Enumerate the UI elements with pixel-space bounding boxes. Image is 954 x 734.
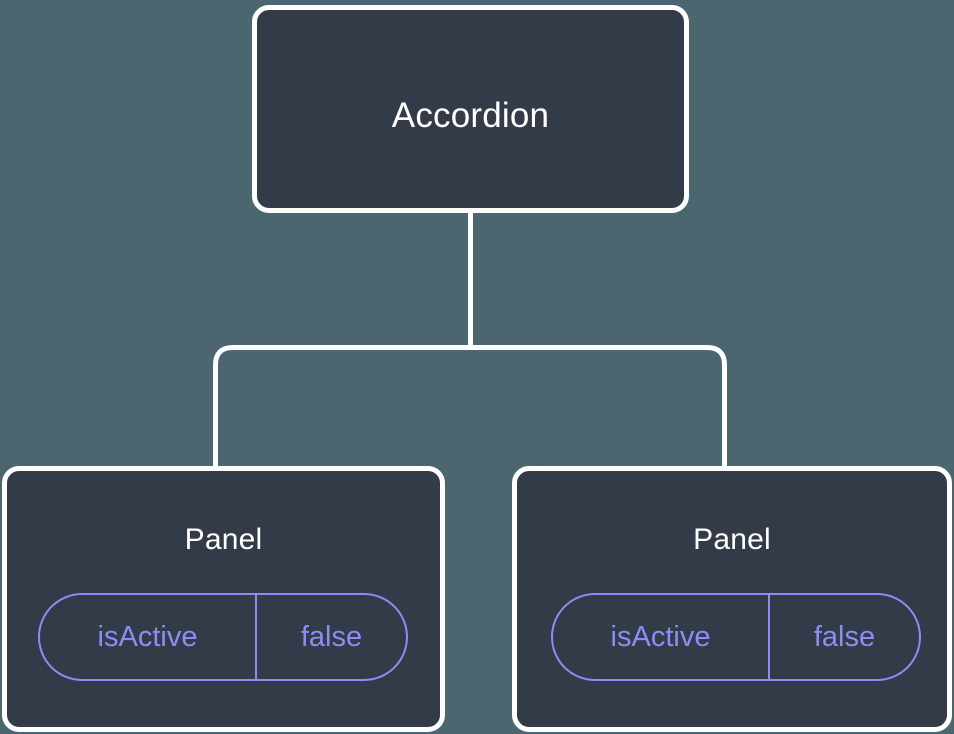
node-accordion-label: Accordion [391,96,550,135]
state-value-panel-2: false [813,620,876,653]
edge-branch-to-panel-right [470,345,727,468]
node-accordion[interactable]: Accordion [252,5,689,213]
state-value-panel-1: false [300,620,363,653]
state-key-panel-1: isActive [40,595,257,679]
node-panel-1-label: Panel [184,523,263,556]
edge-branch-to-panel-left [213,345,471,468]
state-key-panel-2: isActive [553,595,770,679]
state-badge-panel-1[interactable]: isActive false [38,593,408,681]
node-panel-2-label: Panel [693,523,771,556]
node-panel-2[interactable]: Panel isActive false [512,466,952,732]
node-panel-1[interactable]: Panel isActive false [2,466,445,732]
state-badge-panel-2[interactable]: isActive false [551,593,921,681]
